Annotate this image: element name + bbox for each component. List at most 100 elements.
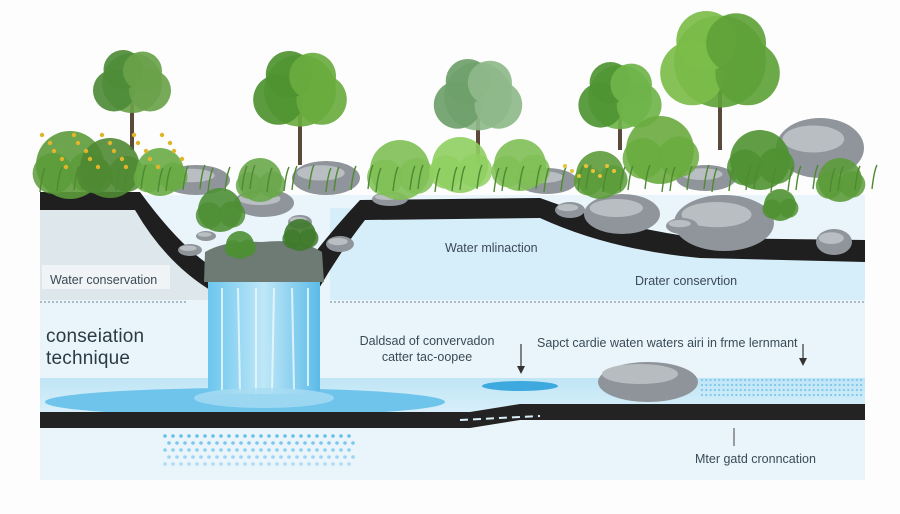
droplet: [223, 455, 227, 459]
bush-lobe: [195, 202, 223, 229]
droplet: [335, 455, 339, 459]
bush-lobe: [838, 171, 866, 198]
droplet: [255, 441, 259, 445]
mesh-dot: [752, 383, 755, 387]
title-line-1: conseiation: [46, 326, 145, 347]
droplet: [267, 448, 271, 452]
mesh-dot: [821, 393, 824, 397]
droplet: [203, 462, 207, 466]
mesh-dot: [726, 393, 729, 397]
droplet: [331, 462, 335, 466]
yellow-flower: [179, 156, 185, 162]
droplet: [215, 441, 219, 445]
mesh-dot: [739, 393, 742, 397]
droplet: [339, 462, 343, 466]
bush-lobe: [758, 148, 795, 184]
mesh-dot: [718, 383, 721, 387]
yellow-flower: [119, 156, 125, 162]
droplet: [299, 434, 303, 438]
droplet: [171, 462, 175, 466]
mesh-dot: [812, 383, 815, 387]
mesh-dot: [808, 388, 811, 392]
mesh-dot: [718, 393, 721, 397]
mesh-dot: [842, 388, 846, 392]
grass-blade: [367, 164, 374, 190]
droplet: [179, 448, 183, 452]
droplet: [179, 462, 183, 466]
droplet: [227, 462, 231, 466]
grass-blade: [308, 164, 315, 190]
droplet: [259, 434, 263, 438]
mesh-dot: [860, 383, 863, 387]
mesh-dot: [756, 383, 760, 387]
yellow-flower: [584, 164, 588, 168]
droplet: [219, 448, 223, 452]
droplet: [263, 455, 267, 459]
tree-trunk: [130, 95, 134, 150]
droplet: [195, 434, 199, 438]
droplet: [271, 455, 275, 459]
droplet: [331, 448, 335, 452]
mesh-dot: [791, 378, 794, 382]
mesh-dot: [808, 393, 811, 397]
droplet: [303, 455, 307, 459]
mesh-dot: [769, 378, 772, 382]
mesh-dot: [804, 393, 807, 397]
grass-blade: [199, 164, 206, 190]
droplet: [263, 441, 267, 445]
mesh-dot: [726, 378, 729, 382]
mesh-dot: [782, 388, 785, 392]
grass-blade: [753, 164, 760, 190]
droplet: [351, 455, 355, 459]
grass-blade: [476, 164, 483, 190]
vegetation: [32, 11, 878, 259]
mesh-dot: [855, 388, 858, 392]
mesh-dot: [722, 393, 725, 397]
mesh-dot: [855, 393, 858, 397]
bush-lobe: [518, 154, 550, 186]
bush-lobe: [235, 172, 263, 199]
mesh-dot: [709, 378, 712, 382]
mesh-dot: [851, 383, 854, 387]
mesh-dot: [722, 378, 725, 382]
groundwater-droplets: [163, 434, 355, 466]
mesh-dot: [722, 388, 725, 392]
mesh-dot: [722, 383, 725, 387]
mesh-dot: [769, 383, 772, 387]
mesh-dot: [782, 383, 785, 387]
droplet: [179, 434, 183, 438]
rock-highlight: [782, 125, 845, 153]
mesh-dot: [817, 383, 820, 387]
droplet: [167, 441, 171, 445]
droplet: [167, 455, 171, 459]
waterfall-splash: [194, 388, 334, 408]
yellow-flower: [123, 164, 129, 170]
mesh-dot: [774, 388, 777, 392]
mesh-dot: [709, 388, 712, 392]
yellow-flower: [155, 164, 161, 170]
grass-blade: [417, 164, 424, 190]
mesh-dot: [739, 378, 742, 382]
mesh-dot: [774, 378, 777, 382]
label-dalsad-line1: Daldsad of convervadon: [359, 334, 495, 348]
droplet: [327, 455, 331, 459]
droplet: [347, 462, 351, 466]
droplet: [319, 441, 323, 445]
mesh-dot: [838, 383, 841, 387]
droplet: [227, 448, 231, 452]
droplet: [175, 441, 179, 445]
mesh-dot: [739, 388, 742, 392]
grass-blade: [283, 166, 290, 192]
grass-blade: [451, 166, 458, 192]
mesh-dot: [735, 393, 738, 397]
grass-blade: [661, 167, 668, 193]
grass-blade: [241, 165, 248, 191]
lower-soil-line: [40, 404, 865, 428]
mesh-dot: [812, 378, 815, 382]
label-water-infiltration: Water mlinaction: [445, 241, 538, 255]
mesh-dot: [791, 393, 794, 397]
mesh-dot: [791, 383, 794, 387]
waterfall: [208, 282, 320, 394]
droplet: [187, 434, 191, 438]
mesh-dot: [761, 383, 764, 387]
